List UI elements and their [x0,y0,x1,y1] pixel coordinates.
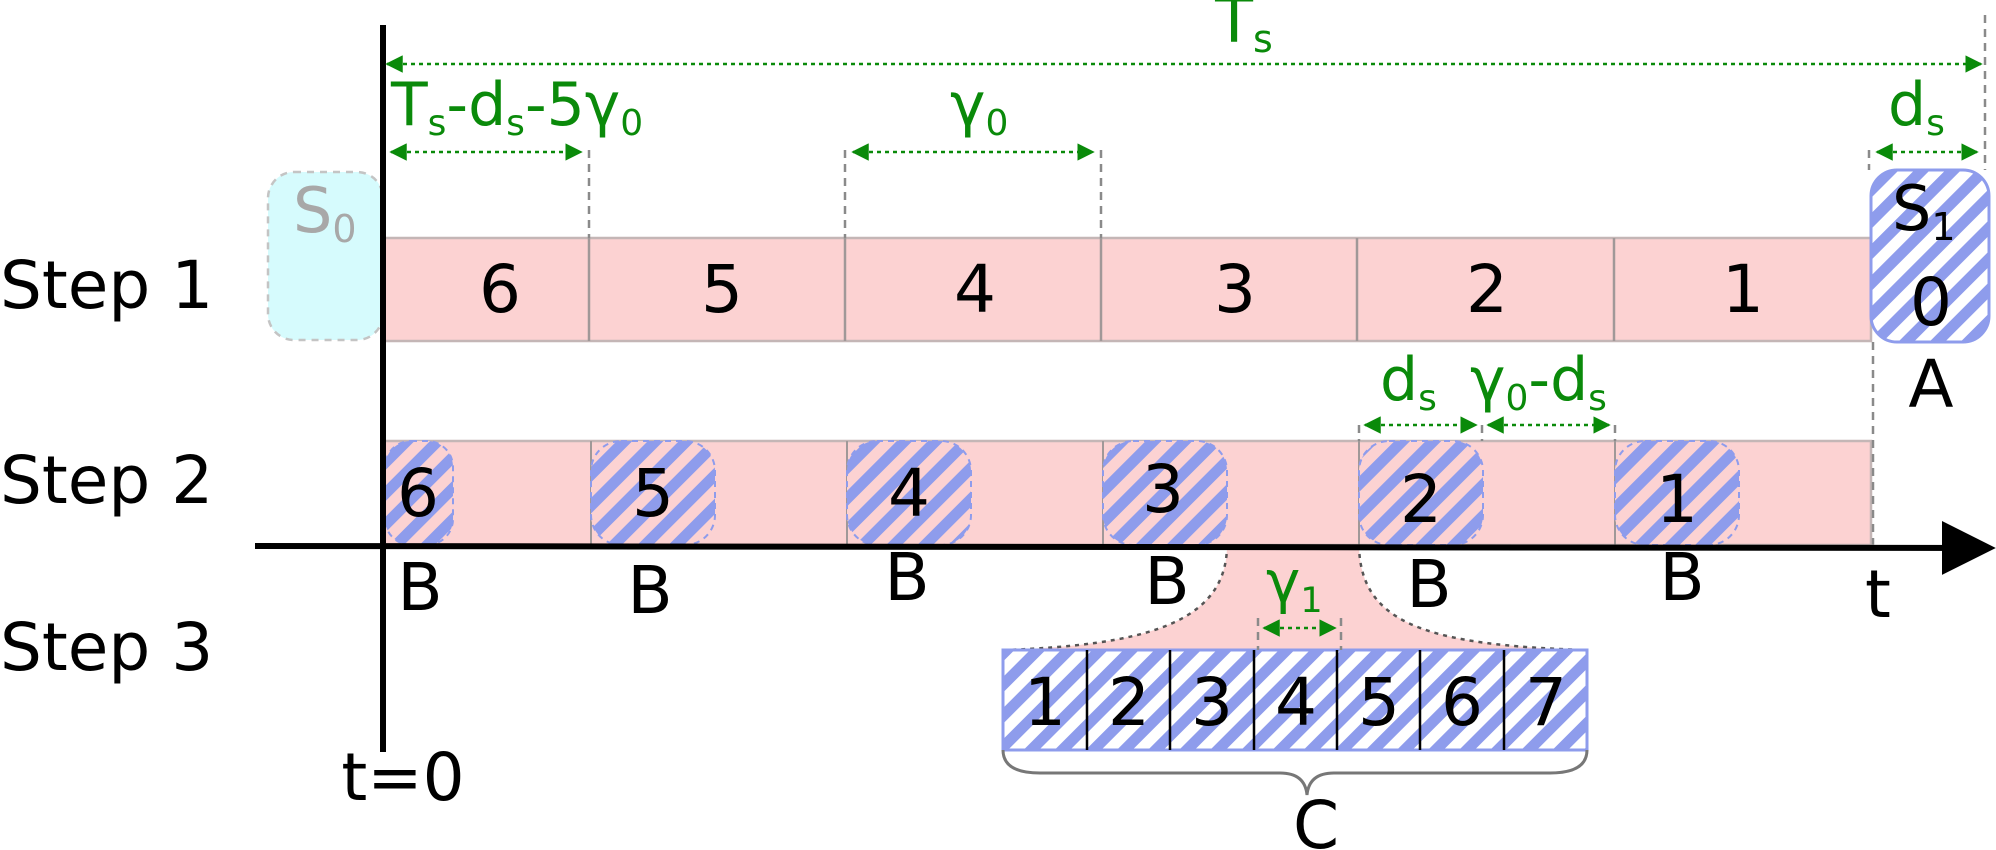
row-label-step1: Step 1 [0,247,213,324]
s1-block: S1 0 [1869,168,1991,344]
step1-bar [381,236,1873,343]
step3-subslot-7: 7 [1525,664,1567,741]
step2-slot-5: 5 [632,455,674,532]
step2-marker-5: B [627,552,672,629]
step3-brace [1001,749,1589,796]
period-label: Ts [1214,0,1273,61]
step3-subslots [1001,648,1589,752]
step2-marker-4: B [884,539,929,616]
step1-slot-3: 3 [1214,251,1256,328]
measure-arrows [385,55,1983,637]
step2-marker-6: B [397,549,442,626]
row-label-step2: Step 2 [0,442,213,519]
s1-marker: A [1908,346,1953,423]
ds-top-label: ds [1888,70,1945,144]
step3-marker: C [1293,787,1339,850]
time-axis-label: t [1865,556,1891,633]
step2-slot-4: 4 [888,455,930,532]
origin-label: t=0 [341,739,464,816]
step1-slot-4: 4 [954,251,996,328]
time-axis [254,520,1996,575]
step2-slot-1: 1 [1656,461,1698,538]
step1-slot-1: 1 [1722,251,1764,328]
step3-subslot-5: 5 [1358,664,1400,741]
slot-width-label: γ0 [950,70,1008,144]
row-label-step3: Step 3 [0,609,213,686]
step3-subslot-3: 3 [1191,664,1233,741]
first-gap-label: Ts-ds-5γ0 [390,70,643,144]
guide-lines [587,15,1987,650]
step3-subslot-6: 6 [1441,664,1483,741]
s1-label: S1 [1892,172,1956,249]
step2-slot-6: 6 [397,455,439,532]
s1-value: 0 [1910,264,1952,341]
step2-marker-3: B [1144,543,1189,620]
funnel-left-edge [1004,544,1229,652]
step3-funnel [1005,545,1585,650]
funnel-right-edge [1357,544,1586,652]
step2-marker-2: B [1406,546,1451,623]
step2-marker-1: B [1659,539,1704,616]
step2-slot-3: 3 [1142,451,1184,528]
step3-subslot-2: 2 [1108,664,1150,741]
step1-slot-5: 5 [701,251,743,328]
step3-subslot-4: 4 [1275,664,1317,741]
gamma-minus-ds-label: γ0-ds [1470,345,1607,419]
gamma1-label: γ1 [1266,548,1323,621]
s0-label: S0 [293,174,357,251]
ds-step2-label: ds [1380,345,1437,419]
step2-slot-2: 2 [1400,461,1442,538]
s0-block: S0 [266,170,385,342]
step1-slot-6: 6 [479,251,521,328]
step3-subslot-1: 1 [1024,664,1066,741]
step1-slot-2: 2 [1466,251,1508,328]
